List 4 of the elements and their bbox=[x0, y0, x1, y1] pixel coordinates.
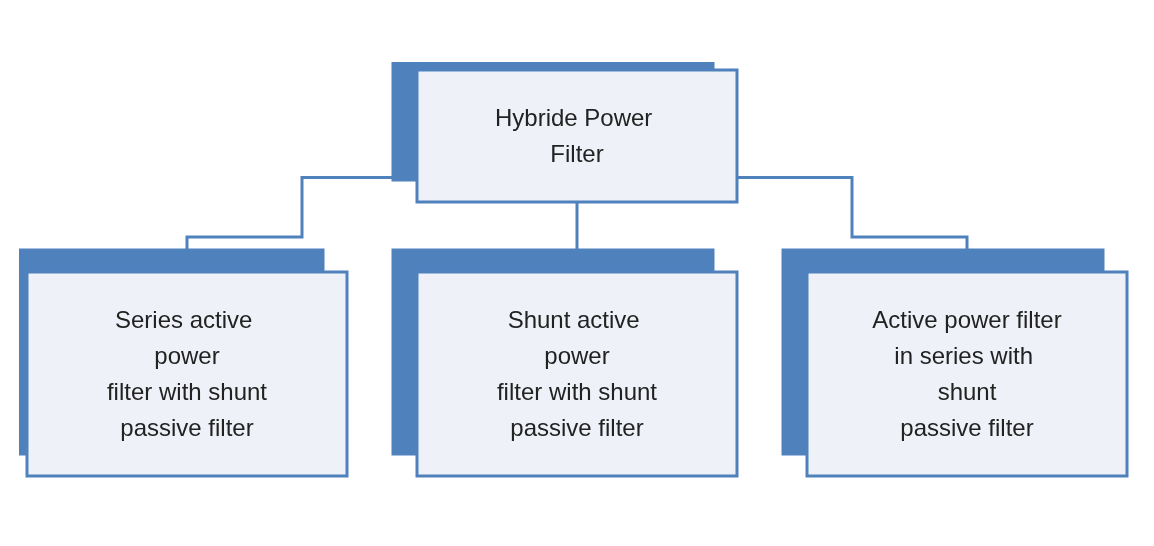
node-box: Shunt active power filter with shunt passive filter bbox=[415, 270, 739, 478]
node-box: Hybride Power Filter bbox=[415, 68, 739, 204]
node-box: Series active power filter with shunt passive filter bbox=[25, 270, 349, 478]
node-box: Active power filter in series with shunt passive filter bbox=[805, 270, 1129, 478]
